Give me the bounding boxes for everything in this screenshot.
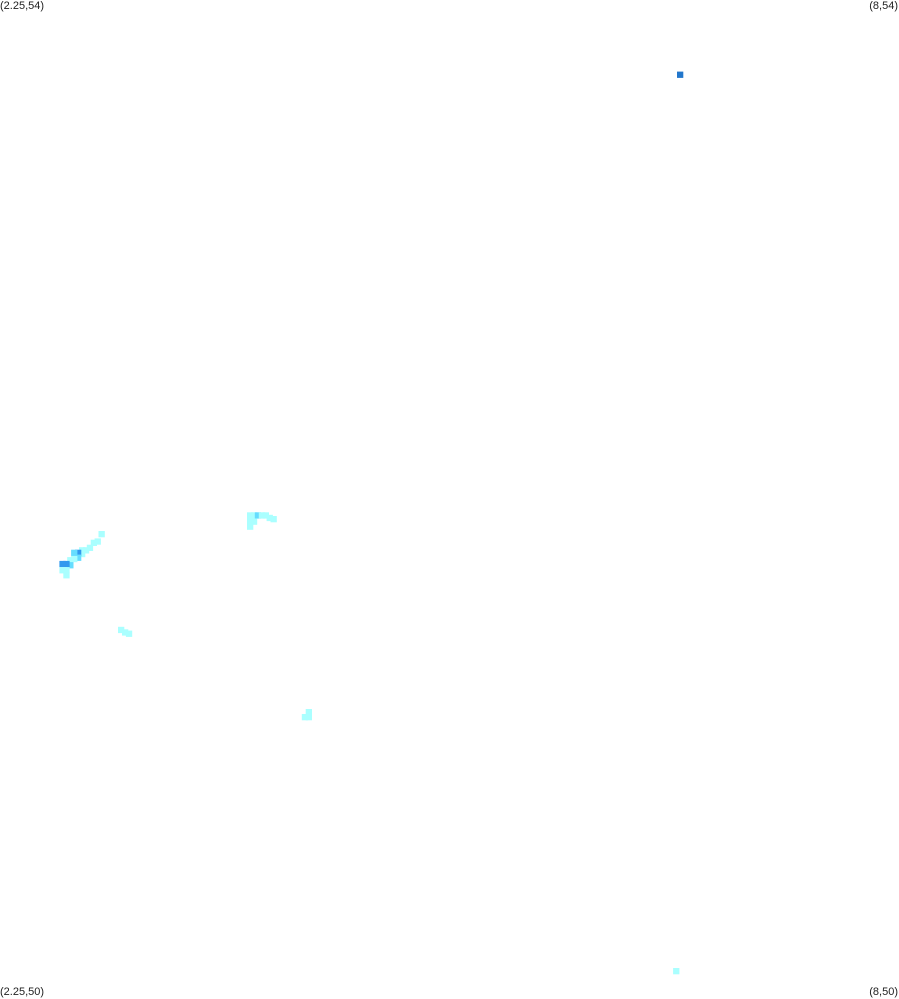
map-cell-mid [75, 554, 82, 561]
map-cell-low [125, 630, 133, 637]
map-cell-low [63, 572, 70, 579]
map-cell-low [247, 518, 254, 525]
map-cell-high [63, 560, 70, 568]
corner-label-bottom-left: (2.25,50) [0, 986, 45, 998]
corner-label-bottom-right: (8,50) [869, 986, 898, 998]
map-cell-low [250, 512, 258, 519]
map-cell-low [86, 544, 94, 551]
map-cell-low [301, 714, 309, 721]
map-cell-low [71, 555, 78, 563]
map-cell-mid [67, 562, 74, 569]
map-cell-low [79, 547, 86, 554]
map-cell-low [258, 512, 266, 519]
map-cell-low [266, 514, 273, 522]
map-cell-high [59, 560, 66, 568]
map-cell-low [270, 516, 277, 523]
map-cell-low [90, 539, 97, 546]
map-cell-low [59, 567, 66, 574]
map-cell-low [250, 518, 258, 525]
map-cell-low [82, 547, 90, 554]
map-cell-high [75, 549, 82, 556]
corner-label-top-right: (8,54) [869, 0, 898, 12]
map-cell-low [305, 714, 312, 721]
map-cell-peak [677, 71, 684, 78]
map-cell-low [118, 626, 125, 634]
map-cell-low [94, 538, 101, 545]
map-cell-low [247, 512, 254, 519]
corner-label-top-left: (2.25,54) [0, 0, 45, 12]
map-cell-low [673, 968, 680, 975]
map-cell-low [262, 512, 269, 519]
map-cell-low [63, 567, 70, 574]
map-cell-low [247, 523, 254, 530]
map-cell-low [67, 557, 74, 564]
map-cell-mid [254, 512, 262, 519]
map-cell-mid [71, 549, 78, 556]
map-cell-low [122, 629, 129, 636]
map-cell-low [79, 550, 86, 558]
map-cell-low [305, 709, 312, 716]
map-cell-low [98, 531, 105, 538]
